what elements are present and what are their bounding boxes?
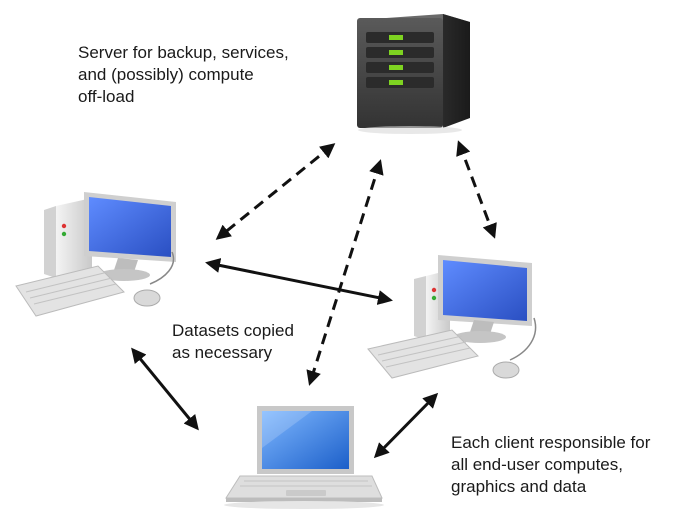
client-description: Each client responsible for all end-user… (451, 432, 650, 498)
client-description-line: all end-user computes, (451, 455, 623, 474)
link-desktop-left-laptop (131, 347, 199, 431)
desktop-computer-icon (15, 192, 176, 317)
server-description-line: Server for backup, services, (78, 43, 289, 62)
client-description-line: Each client responsible for (451, 433, 651, 452)
desktop-right (367, 255, 537, 379)
server-description-line: off-load (78, 87, 135, 106)
link-desktop-left-desktop-right (205, 258, 393, 305)
server-description-line: and (possibly) compute (78, 65, 254, 84)
link-server-desktop-right (456, 140, 497, 239)
drive-bay (366, 77, 434, 88)
desktop-left (15, 192, 176, 317)
drive-bay (366, 32, 434, 43)
link-server-desktop-left (215, 143, 336, 240)
link-desktop-right-laptop (373, 392, 439, 459)
server-description: Server for backup, services, and (possib… (78, 42, 289, 108)
client-description-line: graphics and data (451, 477, 587, 496)
desktop-computer-icon (367, 255, 537, 379)
laptop (224, 406, 384, 509)
connection-arrows (131, 140, 497, 459)
datasets-note: Datasets copied as necessary (172, 320, 294, 364)
drive-bay (366, 47, 434, 58)
drive-bay (366, 62, 434, 73)
datasets-note-line: as necessary (172, 343, 273, 362)
laptop-icon (224, 406, 384, 509)
server-tower-icon (357, 14, 470, 134)
datasets-note-line: Datasets copied (172, 321, 294, 340)
